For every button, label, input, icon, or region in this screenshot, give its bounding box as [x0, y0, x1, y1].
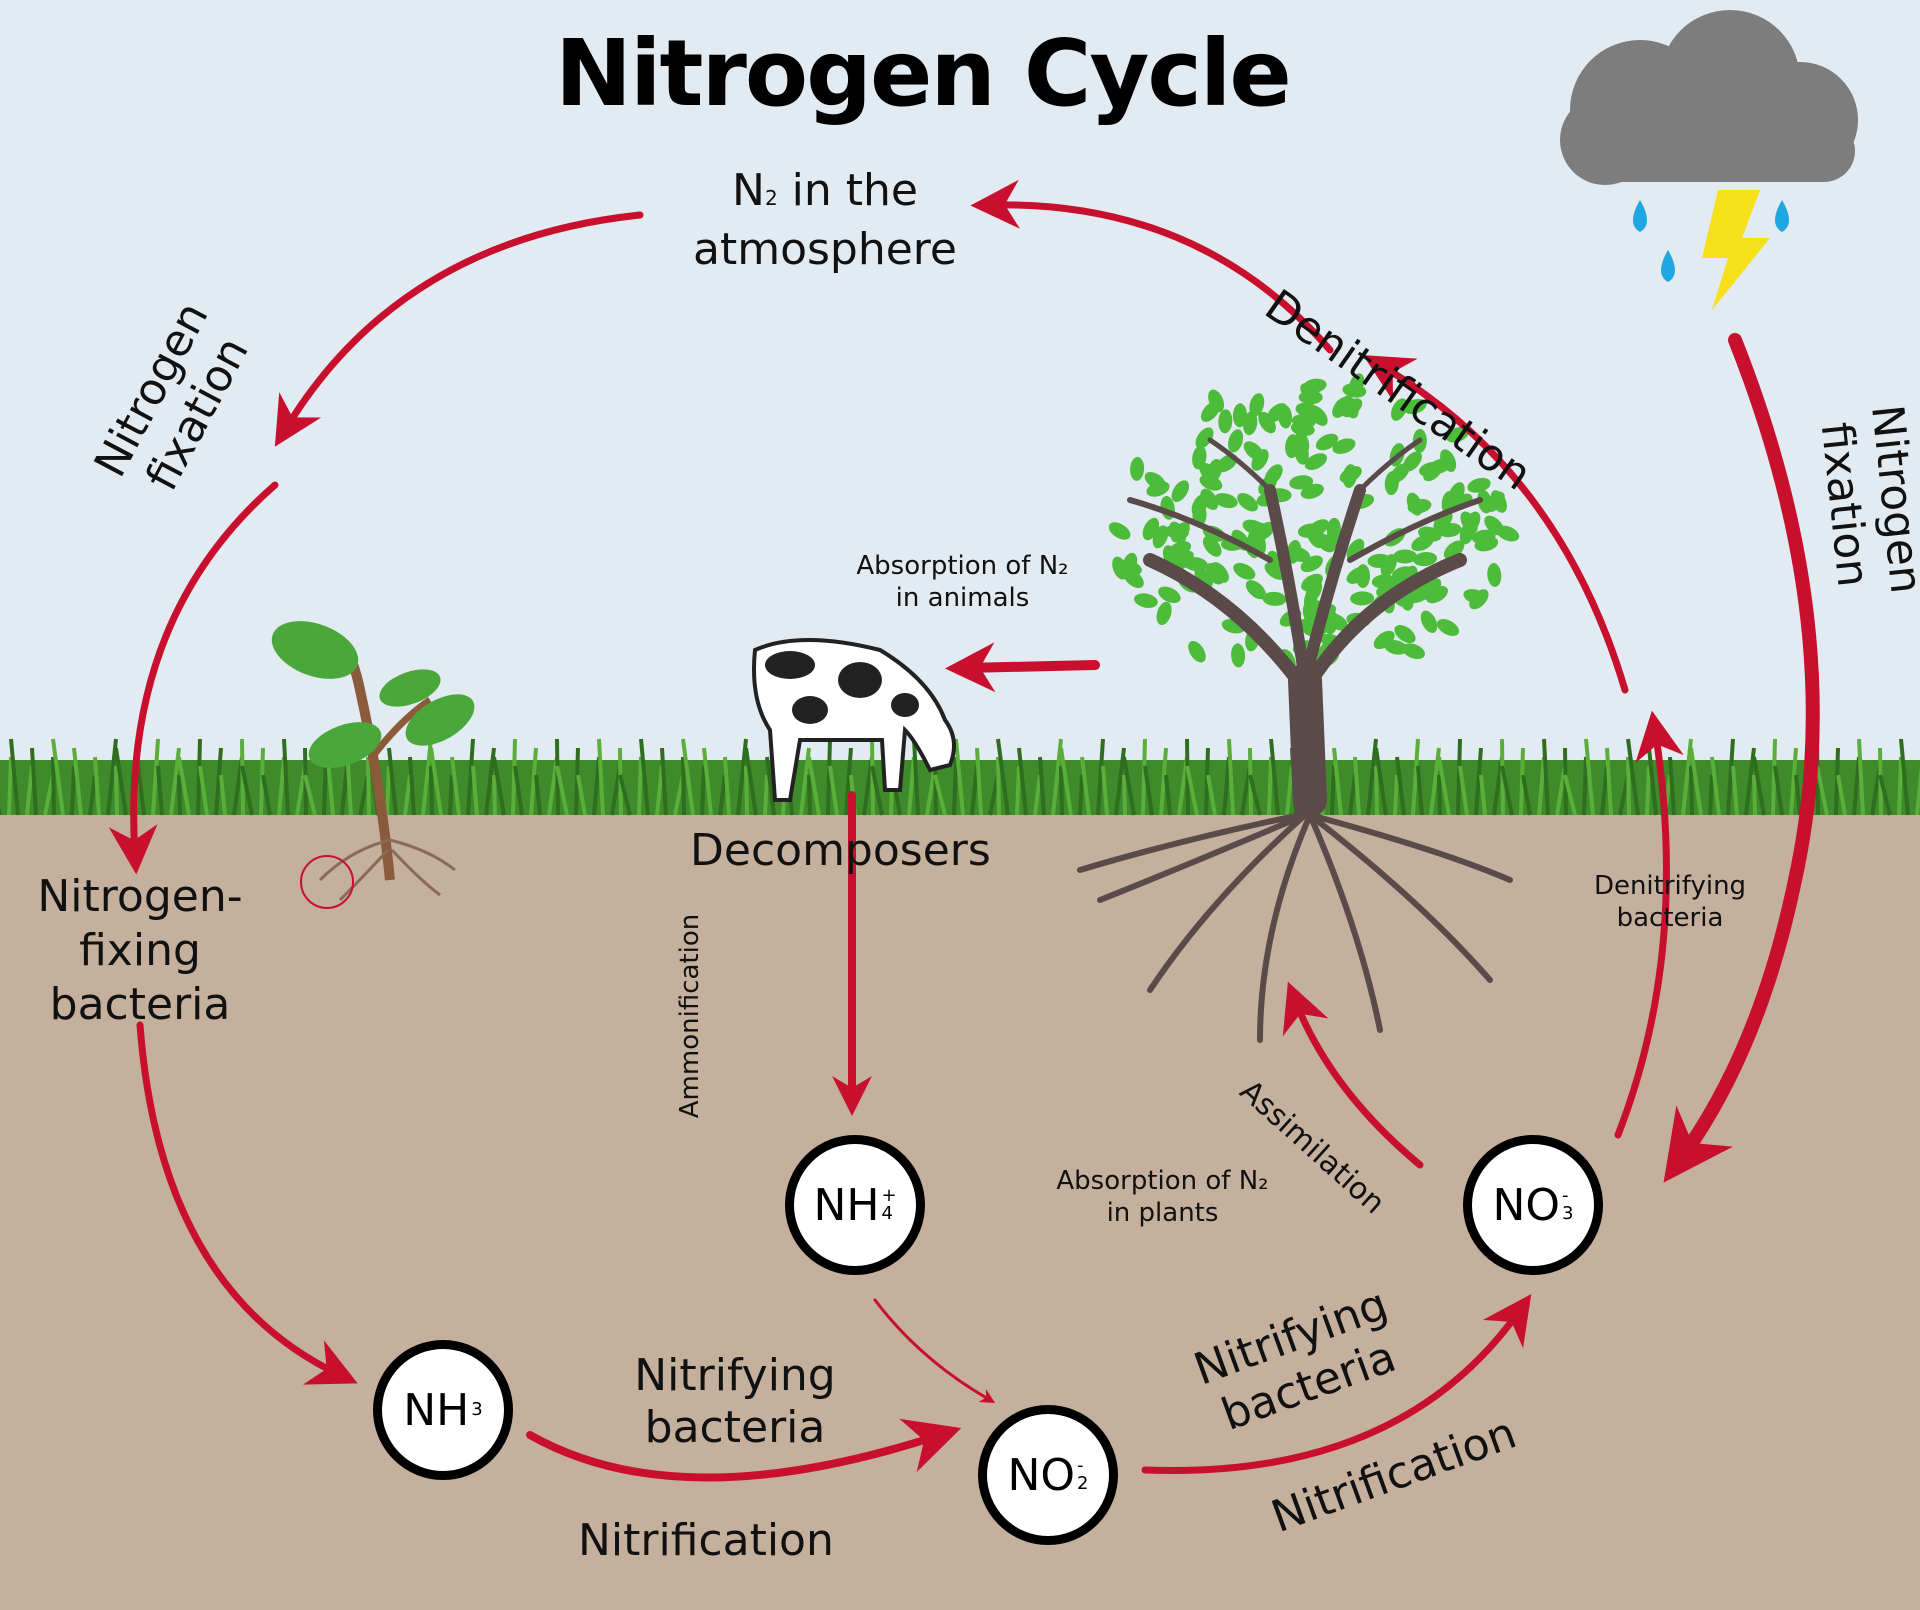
- label-nitrifying-bacteria-left: Nitrifying bacteria: [634, 1350, 836, 1453]
- arrow-bacteria-to-nh3: [136, 1021, 358, 1385]
- node-nh4: NH+4: [785, 1135, 925, 1275]
- lightning-icon: [1702, 190, 1770, 310]
- arrow-tree-to-cow: [945, 642, 1100, 693]
- arrow-no3-to-tree: [1282, 981, 1424, 1169]
- arrow-fixation-to-bacteria: [108, 481, 279, 875]
- arrow-no3-to-denitrification: [1614, 710, 1684, 1139]
- page-title: Nitrogen Cycle: [555, 20, 1292, 127]
- label-nitrogen-fixing-bacteria: Nitrogen- fixing bacteria: [37, 871, 243, 1030]
- arrow-nh4-to-no2: [873, 1298, 996, 1403]
- raindrop-icon: [1633, 200, 1789, 282]
- node-no2: NO-2: [978, 1405, 1118, 1545]
- label-absorption-animals: Absorption of N₂ in animals: [856, 551, 1069, 613]
- arrow-lightning-fixation: [1663, 333, 1820, 1183]
- grass-icon: [0, 738, 1920, 816]
- arrow-atmosphere-to-fixation: [274, 211, 644, 447]
- label-ammonification: Ammonification: [675, 913, 705, 1119]
- cow-icon: [752, 638, 956, 802]
- arrow-nh3-to-no2: [526, 1418, 962, 1482]
- label-decomposers: Decomposers: [690, 825, 991, 876]
- label-absorption-plants: Absorption of N₂ in plants: [1056, 1166, 1269, 1228]
- cycle-arrows: [108, 179, 1820, 1482]
- arrow-to-atmosphere: [970, 179, 1334, 354]
- label-denitrifying-bacteria: Denitrifying bacteria: [1593, 871, 1747, 933]
- label-n2-atmosphere: N2 in the atmosphere: [693, 165, 957, 275]
- tree-icon: [1077, 373, 1520, 1043]
- node-no3: NO-3: [1463, 1135, 1603, 1275]
- arrow-denitrification-up: [1363, 355, 1629, 694]
- seedling-icon: [271, 621, 475, 909]
- arrow-no2-to-no3: [1141, 1293, 1532, 1475]
- label-nitrification-left: Nitrification: [578, 1515, 834, 1566]
- cloud-icon: [1560, 10, 1858, 185]
